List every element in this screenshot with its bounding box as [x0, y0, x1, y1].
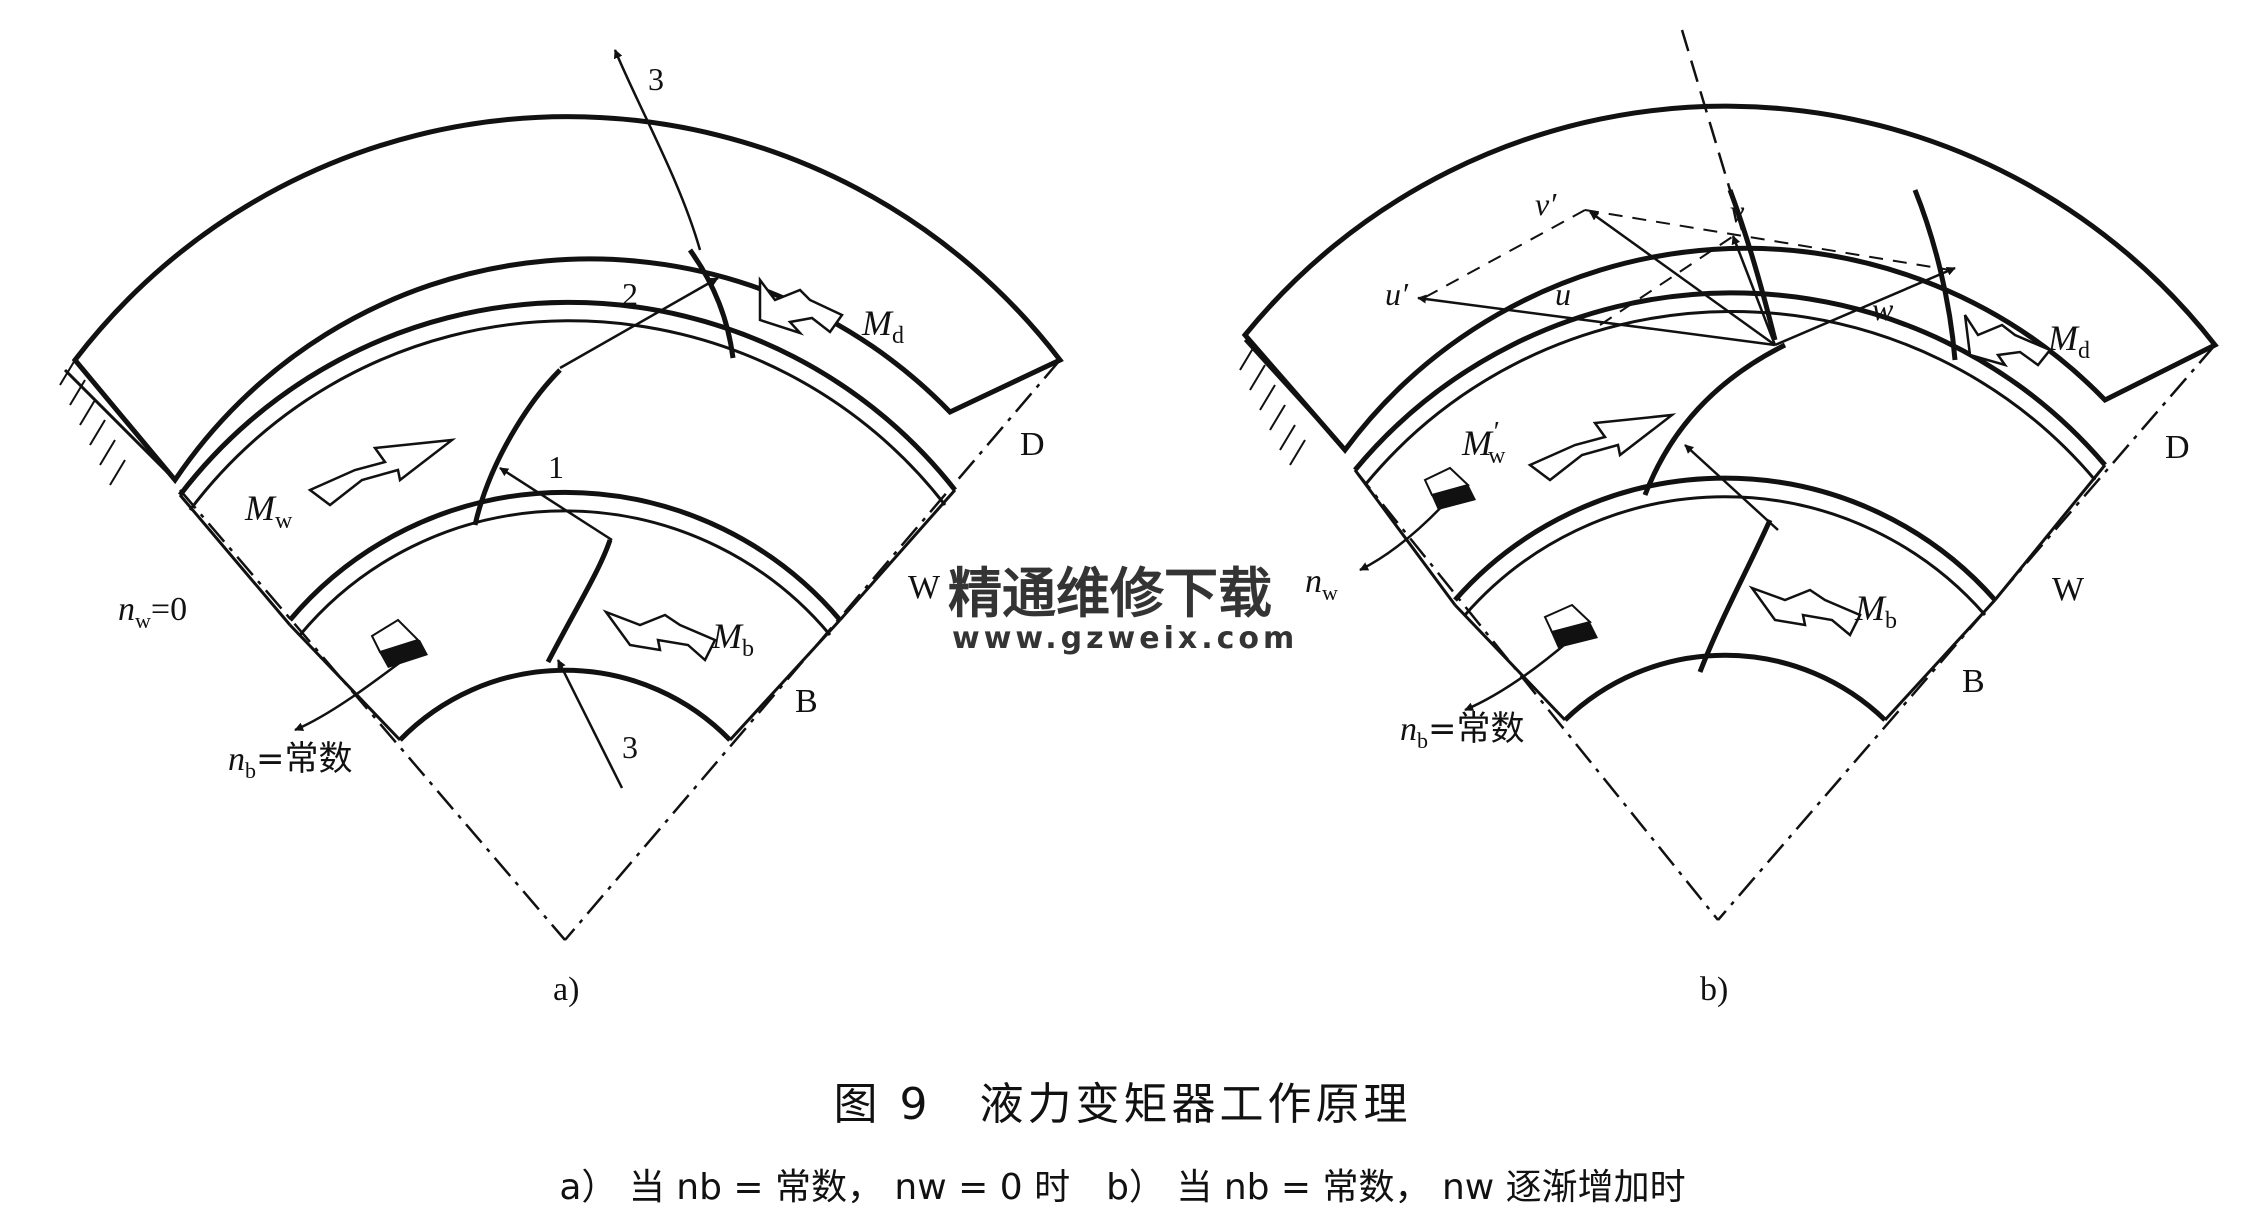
label-a-d: D [1020, 426, 1045, 463]
label-b-mb: Mb [1854, 588, 1897, 634]
mb-torque-arrow [602, 609, 717, 663]
label-a-2: 2 [622, 276, 638, 312]
label-b-b: B [1962, 663, 1985, 700]
flow-arrow-3-bottom [556, 659, 624, 789]
stator-ring-outer [71, 114, 1064, 485]
label-a-b: B [795, 683, 818, 720]
flow-arrow-3-top [613, 49, 702, 251]
svg-text:www.gzweix.com: www.gzweix.com [952, 621, 1298, 656]
panel-a: 3 2 1 3 D W B Md Mw Mb nw=0 nb=常数 a) [59, 49, 1064, 1008]
flow-arrow-1 [499, 466, 613, 542]
label-b-v: v [1730, 193, 1745, 229]
stator-hatching-b [1239, 338, 1347, 466]
figure-subtitle: a） 当 nb = 常数， nw = 0 时 b） 当 nb = 常数， nw … [559, 1167, 1686, 1208]
label-a-w: W [908, 569, 941, 606]
watermark: 精通维修下载 www.gzweix.com [948, 562, 1298, 656]
pump-blade [545, 539, 613, 664]
vector-w [1774, 266, 1956, 347]
stator-ring-outer-b [1241, 103, 2219, 454]
label-b-md: Md [2047, 318, 2090, 364]
label-b-nb-const: nb=常数 [1400, 709, 1525, 753]
vector-u-prime [1417, 294, 1776, 347]
radial-left [179, 489, 566, 941]
label-b-d: D [2165, 429, 2190, 466]
md-torque-arrow [758, 276, 844, 336]
turbine-ring [178, 299, 957, 497]
radial-right [564, 359, 1061, 941]
label-a-3-top: 3 [648, 61, 664, 97]
panel-b-label: b) [1700, 971, 1728, 1008]
label-b-u: u [1555, 276, 1571, 312]
vector-v [1731, 235, 1777, 346]
vector-turbine-flow [1684, 444, 1779, 531]
label-b-v-prime: v′ [1535, 186, 1557, 222]
inner-ring [398, 667, 732, 742]
mw-torque-arrow [307, 438, 457, 507]
label-b-nw: nw [1305, 563, 1338, 605]
label-a-1: 1 [548, 449, 564, 485]
label-b-w: w [1872, 291, 1894, 327]
label-a-nb-const: nb=常数 [228, 739, 353, 783]
flow-arrow-2 [559, 276, 719, 370]
svg-text:精通维修下载: 精通维修下载 [948, 562, 1272, 625]
label-a-3-bottom: 3 [622, 729, 638, 765]
turbine-blade [472, 368, 562, 526]
pump-ring [288, 489, 842, 622]
panel-a-label: a) [553, 971, 579, 1008]
stator-blade [687, 248, 736, 359]
panel-b: v′ v u′ u w D W B Md M′w Mb nw nb=常数 b) [1239, 29, 2219, 1008]
figure-title: 图 9 液力变矩器工作原理 [833, 1079, 1412, 1130]
label-a-md: Md [861, 303, 904, 349]
label-b-u-prime: u′ [1385, 276, 1409, 312]
label-b-mw-prime: M′w [1461, 417, 1506, 469]
vector-v-prime [1589, 210, 1776, 347]
stator-hatching [59, 359, 172, 486]
label-nw-zero: nw=0 [118, 591, 187, 633]
label-a-mw: Mw [244, 488, 293, 534]
label-a-mb: Mb [711, 616, 754, 662]
label-b-w-ring: W [2052, 571, 2085, 608]
